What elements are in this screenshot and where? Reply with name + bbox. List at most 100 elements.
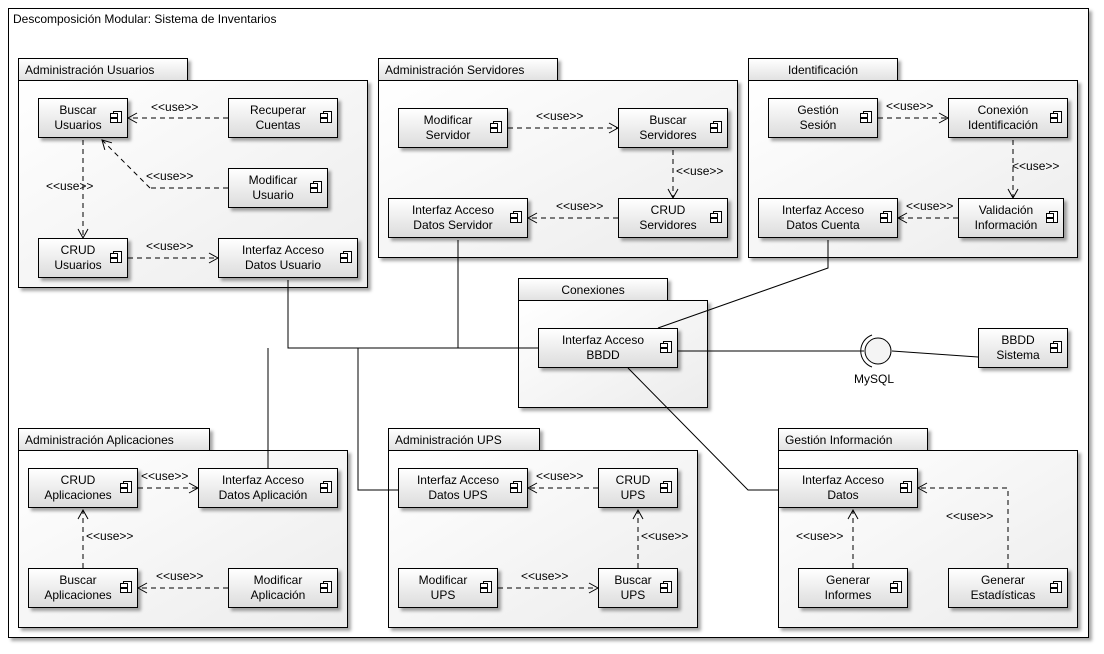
component-interfaz-datos-cuenta[interactable]: Interfaz Acceso Datos Cuenta bbox=[758, 198, 898, 238]
component-label: Interfaz Acceso Datos Servidor bbox=[411, 203, 495, 232]
component-buscar-ups[interactable]: Buscar UPS bbox=[598, 568, 678, 608]
component-label: Modificar Servidor bbox=[423, 113, 473, 142]
component-label: Interfaz Acceso BBDD bbox=[561, 333, 645, 362]
use-label: <<use>> bbox=[536, 109, 584, 123]
component-modificar-servidor[interactable]: Modificar Servidor bbox=[398, 108, 508, 148]
wire-mysql-to-sistema bbox=[891, 350, 979, 358]
component-validacion-informacion[interactable]: Validación Información bbox=[958, 198, 1064, 238]
component-conexion-identificacion[interactable]: Conexión Identificación bbox=[948, 98, 1068, 138]
component-icon bbox=[320, 581, 332, 593]
mysql-interface-circle bbox=[864, 337, 892, 365]
use-label: <<use>> bbox=[151, 100, 199, 114]
use-label: <<use>> bbox=[141, 469, 189, 483]
component-label: Modificar Aplicación bbox=[250, 573, 306, 602]
component-label: Conexión Identificación bbox=[967, 103, 1039, 132]
component-icon bbox=[880, 211, 892, 223]
component-icon bbox=[1050, 111, 1062, 123]
wire-datos-to-bbdd bbox=[627, 367, 778, 491]
component-generar-estadisticas[interactable]: Generar Estadísticas bbox=[948, 568, 1068, 608]
component-label: Recuperar Cuentas bbox=[249, 103, 307, 132]
component-icon bbox=[510, 211, 522, 223]
component-buscar-usuarios[interactable]: Buscar Usuarios bbox=[38, 98, 128, 138]
mysql-socket-arc bbox=[860, 334, 873, 368]
component-icon bbox=[510, 481, 522, 493]
use-label: <<use>> bbox=[906, 199, 954, 213]
component-crud-usuarios[interactable]: CRUD Usuarios bbox=[38, 238, 128, 278]
component-icon bbox=[340, 251, 352, 263]
use-label: <<use>> bbox=[556, 199, 604, 213]
component-icon bbox=[860, 111, 872, 123]
component-recuperar-cuentas[interactable]: Recuperar Cuentas bbox=[228, 98, 338, 138]
component-crud-servidores[interactable]: CRUD Servidores bbox=[618, 198, 728, 238]
use-label: <<use>> bbox=[156, 569, 204, 583]
use-label: <<use>> bbox=[886, 99, 934, 113]
component-icon bbox=[110, 111, 122, 123]
component-icon bbox=[490, 121, 502, 133]
use-label: <<use>> bbox=[146, 239, 194, 253]
component-label: Generar Estadísticas bbox=[970, 573, 1036, 602]
component-modificar-usuario[interactable]: Modificar Usuario bbox=[228, 168, 328, 208]
component-label: Buscar UPS bbox=[614, 573, 652, 602]
component-icon bbox=[120, 481, 132, 493]
component-icon bbox=[660, 581, 672, 593]
component-interfaz-datos[interactable]: Interfaz Acceso Datos bbox=[778, 468, 918, 508]
component-interfaz-bbdd[interactable]: Interfaz Acceso BBDD bbox=[538, 328, 678, 368]
component-gestion-sesion[interactable]: Gestión Sesión bbox=[768, 98, 878, 138]
use-label: <<use>> bbox=[521, 569, 569, 583]
component-crud-ups[interactable]: CRUD UPS bbox=[598, 468, 678, 508]
component-buscar-servidores[interactable]: Buscar Servidores bbox=[618, 108, 728, 148]
wire-ups-to-bbdd bbox=[357, 348, 398, 491]
component-modificar-ups[interactable]: Modificar UPS bbox=[398, 568, 498, 608]
component-icon bbox=[660, 481, 672, 493]
wire-cuenta-to-bbdd bbox=[657, 240, 829, 329]
component-label: Interfaz Acceso Datos bbox=[801, 473, 885, 502]
dep-modificar-buscar-diag bbox=[101, 139, 151, 189]
component-label: CRUD Aplicaciones bbox=[44, 473, 112, 502]
component-icon bbox=[710, 211, 722, 223]
component-icon bbox=[120, 581, 132, 593]
component-interfaz-datos-servidor[interactable]: Interfaz Acceso Datos Servidor bbox=[388, 198, 528, 238]
use-label: <<use>> bbox=[1012, 159, 1060, 173]
component-icon bbox=[1050, 341, 1062, 353]
component-icon bbox=[1050, 581, 1062, 593]
component-label: Buscar Servidores bbox=[639, 113, 697, 142]
use-label: <<use>> bbox=[146, 169, 194, 183]
use-label: <<use>> bbox=[796, 529, 844, 543]
component-crud-aplicaciones[interactable]: CRUD Aplicaciones bbox=[28, 468, 138, 508]
component-icon bbox=[320, 111, 332, 123]
component-buscar-aplicaciones[interactable]: Buscar Aplicaciones bbox=[28, 568, 138, 608]
component-label: Interfaz Acceso Datos Aplicación bbox=[218, 473, 308, 502]
mysql-interface-label: MySQL bbox=[854, 372, 895, 386]
use-label: <<use>> bbox=[676, 164, 724, 178]
component-interfaz-datos-ups[interactable]: Interfaz Acceso Datos UPS bbox=[398, 468, 528, 508]
component-icon bbox=[900, 481, 912, 493]
component-label: Gestión Sesión bbox=[797, 103, 839, 132]
component-icon bbox=[480, 581, 492, 593]
component-label: CRUD Servidores bbox=[639, 203, 697, 232]
component-icon bbox=[660, 341, 672, 353]
component-generar-informes[interactable]: Generar Informes bbox=[798, 568, 908, 608]
use-label: <<use>> bbox=[641, 529, 689, 543]
component-icon bbox=[110, 251, 122, 263]
component-bbdd-sistema[interactable]: BBDD Sistema bbox=[978, 328, 1068, 368]
component-label: Generar Informes bbox=[824, 573, 872, 602]
component-label: Interfaz Acceso Datos Usuario bbox=[241, 243, 325, 272]
component-label: Interfaz Acceso Datos UPS bbox=[416, 473, 500, 502]
component-label: BBDD Sistema bbox=[996, 333, 1040, 362]
component-label: Interfaz Acceso Datos Cuenta bbox=[781, 203, 865, 232]
wire-usuarios-to-bbdd bbox=[287, 280, 538, 349]
component-icon bbox=[320, 481, 332, 493]
package-tab-servidores: Administración Servidores bbox=[378, 58, 558, 81]
frame-title: Descomposición Modular: Sistema de Inven… bbox=[9, 9, 285, 31]
component-interfaz-datos-usuario[interactable]: Interfaz Acceso Datos Usuario bbox=[218, 238, 358, 278]
component-icon bbox=[890, 581, 902, 593]
package-tab-aplicaciones: Administración Aplicaciones bbox=[18, 428, 210, 451]
package-tab-ups: Administración UPS bbox=[388, 428, 540, 451]
package-tab-identificacion: Identificación bbox=[748, 58, 898, 81]
component-modificar-aplicacion[interactable]: Modificar Aplicación bbox=[228, 568, 338, 608]
dep-estadisticas-interfaz-datos bbox=[916, 482, 1009, 568]
component-label: CRUD UPS bbox=[615, 473, 651, 502]
use-label: <<use>> bbox=[946, 509, 994, 523]
component-interfaz-datos-aplicacion[interactable]: Interfaz Acceso Datos Aplicación bbox=[198, 468, 338, 508]
